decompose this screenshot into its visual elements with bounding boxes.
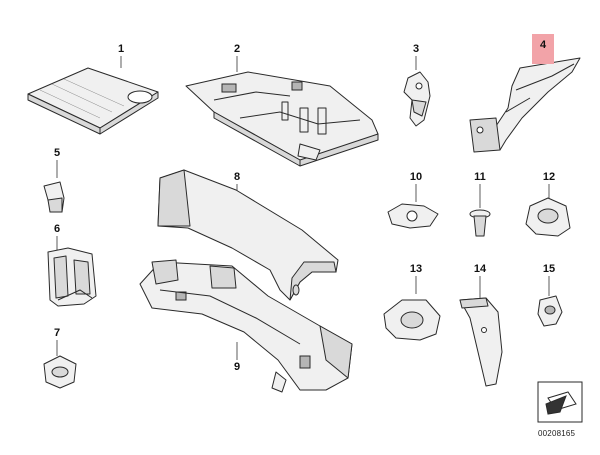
callout-part-1: 1 (117, 43, 125, 55)
part-8-trim-cover (157, 169, 339, 301)
callout-part-14: 14 (473, 263, 487, 275)
part-12-clamp (525, 197, 571, 237)
callout-part-7: 7 (53, 327, 61, 339)
callout-part-13: 13 (409, 263, 423, 275)
part-15-nut (537, 295, 563, 327)
callout-part-11: 11 (474, 171, 486, 183)
callout-part-4: 4 (532, 34, 554, 64)
callout-part-8: 8 (233, 171, 241, 183)
part-3-clip (403, 71, 431, 127)
part-10-clip (387, 203, 439, 229)
callout-part-3: 3 (412, 43, 420, 55)
part-6-clip-holder (47, 247, 97, 307)
part-7-grommet (43, 355, 77, 389)
callout-part-12: 12 (542, 171, 556, 183)
callout-part-6: 6 (53, 223, 61, 235)
callout-part-9: 9 (233, 361, 241, 373)
callout-part-15: 15 (542, 263, 556, 275)
part-14-support-bracket (459, 297, 503, 387)
part-11-push-rivet (469, 209, 491, 237)
part-9-housing (139, 259, 353, 393)
leader-lines (56, 52, 550, 360)
part-1-foam-pad (27, 67, 159, 135)
catalog-number: 00208165 (538, 429, 576, 438)
callout-part-2: 2 (233, 43, 241, 55)
arrow-symbol-box (537, 381, 583, 423)
part-4-bracket (469, 57, 581, 153)
part-2-tray (185, 71, 379, 167)
callout-part-5: 5 (53, 147, 61, 159)
part-13-cable-holder (383, 299, 441, 341)
part-5-small-bracket (43, 181, 65, 213)
callout-part-10: 10 (409, 171, 423, 183)
